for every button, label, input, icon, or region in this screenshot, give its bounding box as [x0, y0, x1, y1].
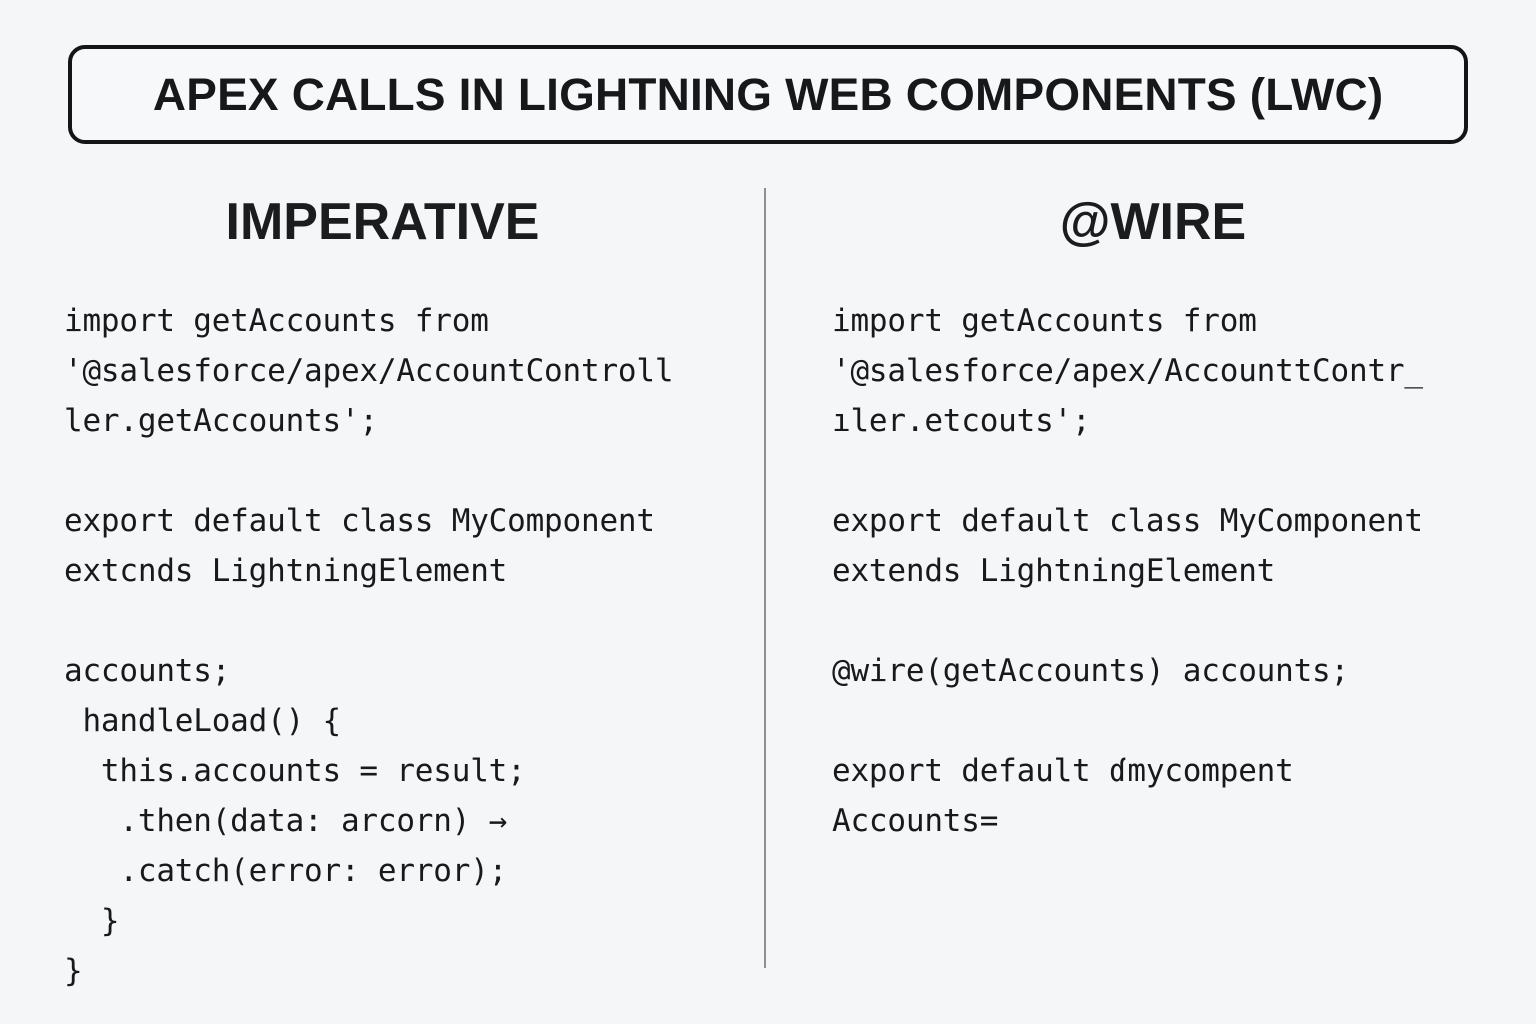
- code-block-imperative: import getAccounts from '@salesforce/apex…: [64, 296, 754, 996]
- wire-code-line-8: [832, 696, 1532, 746]
- imperative-code-line-11: .catch(error: error);: [64, 853, 508, 889]
- imperative-code-line-0: import getAccounts from: [64, 303, 489, 339]
- imperative-code-line-9: this.accounts = result;: [64, 753, 526, 789]
- column-heading-wire: @WIRE: [1059, 193, 1247, 251]
- wire-code-line-2: ıler.etcouts';: [832, 403, 1091, 439]
- wire-code-line-6: [832, 596, 1532, 646]
- wire-code-line-0: import getAccounts from: [832, 303, 1257, 339]
- wire-code-line-7: @wire(getAccounts) accounts;: [832, 653, 1349, 689]
- wire-code-line-4: export default class MyComponent: [832, 503, 1423, 539]
- code-block-wire: import getAccounts from '@salesforce/apex…: [832, 296, 1532, 846]
- imperative-code-line-1: '@salesforce/apex/AccountControll: [64, 353, 674, 389]
- wire-code-line-5: extends LightningElement: [832, 553, 1276, 589]
- imperative-code-line-2: ler.getAccounts';: [64, 403, 378, 439]
- wire-code-line-10: Accounts=: [832, 803, 999, 839]
- imperative-code-line-6: [64, 596, 754, 646]
- imperative-code-line-3: [64, 446, 754, 496]
- imperative-code-line-5: extcnds LightningElement: [64, 553, 508, 589]
- imperative-code-line-7: accounts;: [64, 653, 231, 689]
- page-title: APEX CALLS IN LIGHTNING WEB COMPONENTS (…: [152, 68, 1384, 120]
- title-banner: APEX CALLS IN LIGHTNING WEB COMPONENTS (…: [68, 45, 1468, 144]
- imperative-code-line-8: handleLoad() {: [64, 703, 341, 739]
- imperative-code-line-4: export default class MyComponent: [64, 503, 655, 539]
- imperative-code-line-12: }: [64, 903, 120, 939]
- wire-code-line-9: export default ɗmycompent: [832, 753, 1294, 789]
- column-heading-imperative: IMPERATIVE: [225, 193, 540, 251]
- wire-code-line-1: '@salesforce/apex/AccounttContr_: [832, 353, 1423, 389]
- wire-code-line-3: [832, 446, 1532, 496]
- column-divider: [764, 188, 766, 968]
- imperative-code-line-10: .then(data: arcorn) →: [64, 803, 508, 839]
- imperative-code-line-13: }: [64, 953, 83, 989]
